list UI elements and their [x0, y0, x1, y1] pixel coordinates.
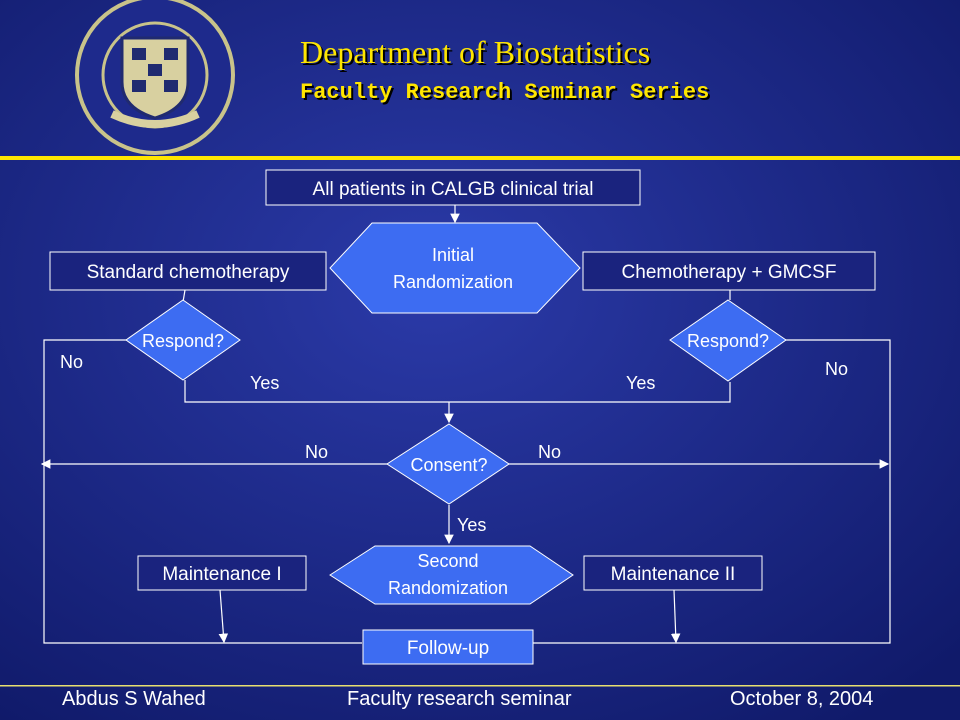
- respond-left-diamond: [125, 299, 241, 381]
- consent-diamond: [386, 423, 510, 505]
- consent-yes-label: Yes: [457, 515, 486, 535]
- arm-left-box: [49, 251, 327, 291]
- yes-right-label: Yes: [626, 373, 655, 393]
- second-randomization-line2: Randomization: [388, 578, 508, 598]
- initial-randomization-hexagon: [329, 222, 581, 314]
- maintenance-left-box: [137, 555, 307, 591]
- respond-right-label: Respond?: [687, 331, 769, 351]
- consent-no-right-label: No: [538, 442, 561, 462]
- consent-no-left-label: No: [305, 442, 328, 462]
- initial-randomization-line1: Initial: [432, 245, 474, 265]
- arm-left-label: Standard chemotherapy: [87, 262, 290, 283]
- footer-rule: [0, 685, 960, 687]
- yes-left-label: Yes: [250, 373, 279, 393]
- second-randomization-line1: Second: [417, 551, 478, 571]
- footer-author: Abdus S Wahed: [62, 688, 206, 710]
- followup-label: Follow-up: [407, 638, 489, 659]
- maintenance-right-box: [583, 555, 763, 591]
- page-title: Department of Biostatistics: [300, 34, 651, 70]
- consent-label: Consent?: [410, 455, 487, 475]
- university-seal-logo: [75, 0, 235, 155]
- second-randomization-hexagon: [329, 545, 574, 605]
- followup-box: [362, 629, 534, 665]
- initial-randomization-line2: Randomization: [393, 272, 513, 292]
- respond-right-diamond: [669, 299, 787, 382]
- respond-left-label: Respond?: [142, 331, 224, 351]
- maintenance-right-label: Maintenance II: [611, 564, 736, 585]
- no-left-label: No: [60, 352, 83, 372]
- arm-right-box: [582, 251, 876, 291]
- header-rule: [0, 156, 960, 160]
- footer-date: October 8, 2004: [730, 688, 874, 710]
- connector-lines: [40, 205, 891, 644]
- arm-right-label: Chemotherapy + GMCSF: [622, 262, 837, 283]
- start-label: All patients in CALGB clinical trial: [313, 179, 594, 200]
- no-right-label: No: [825, 359, 848, 379]
- start-box: [265, 169, 641, 206]
- page-subtitle: Faculty Research Seminar Series: [300, 80, 710, 105]
- footer-event: Faculty research seminar: [347, 688, 572, 710]
- maintenance-left-label: Maintenance I: [162, 564, 281, 585]
